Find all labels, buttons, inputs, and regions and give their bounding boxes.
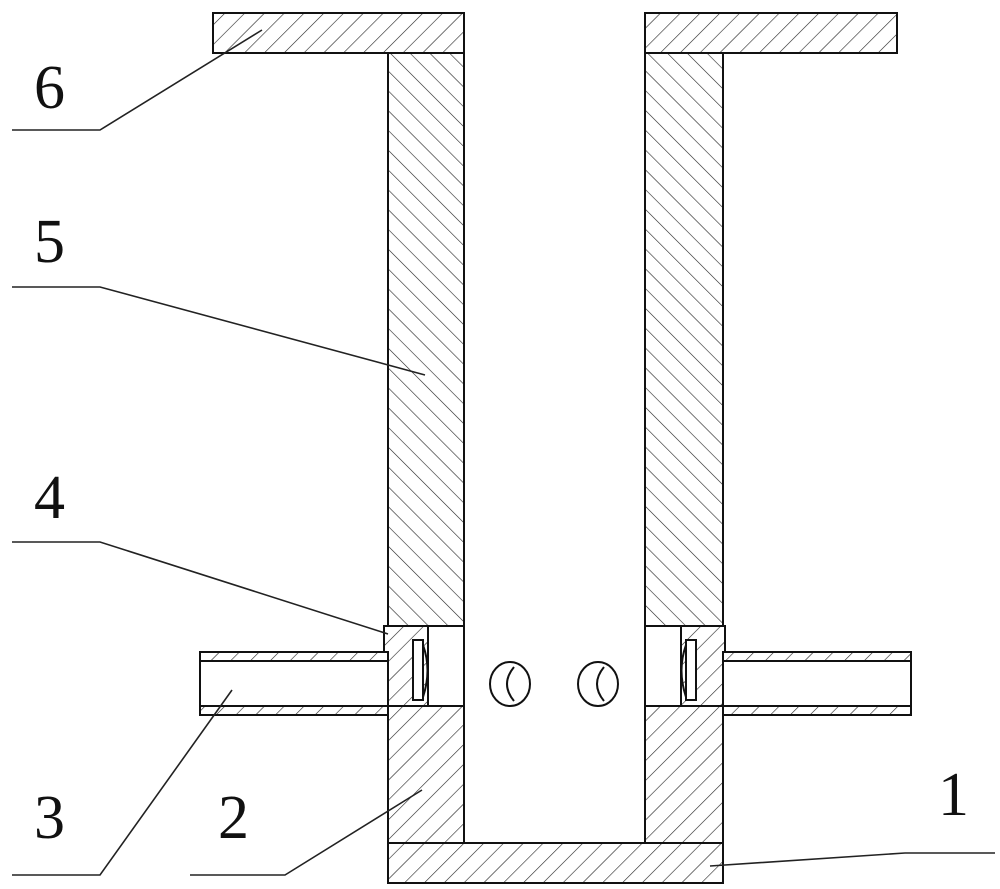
base-plate [387, 842, 724, 884]
lower-housing-walls [387, 705, 724, 844]
left-pipe [199, 651, 465, 716]
seal-blocks [383, 625, 726, 707]
bore-holes [489, 661, 619, 707]
top-flange-plate [212, 12, 898, 54]
callout-5: 5 [34, 208, 65, 276]
central-bore [463, 13, 646, 843]
callout-4: 4 [34, 464, 65, 532]
upper-tube-walls [387, 52, 724, 627]
leader-lines [12, 29, 995, 876]
callout-2: 2 [218, 784, 249, 852]
valve-discs [412, 639, 697, 701]
callout-1: 1 [938, 761, 969, 829]
callout-3: 3 [34, 784, 65, 852]
callout-6: 6 [34, 54, 65, 122]
right-pipe [644, 651, 912, 716]
